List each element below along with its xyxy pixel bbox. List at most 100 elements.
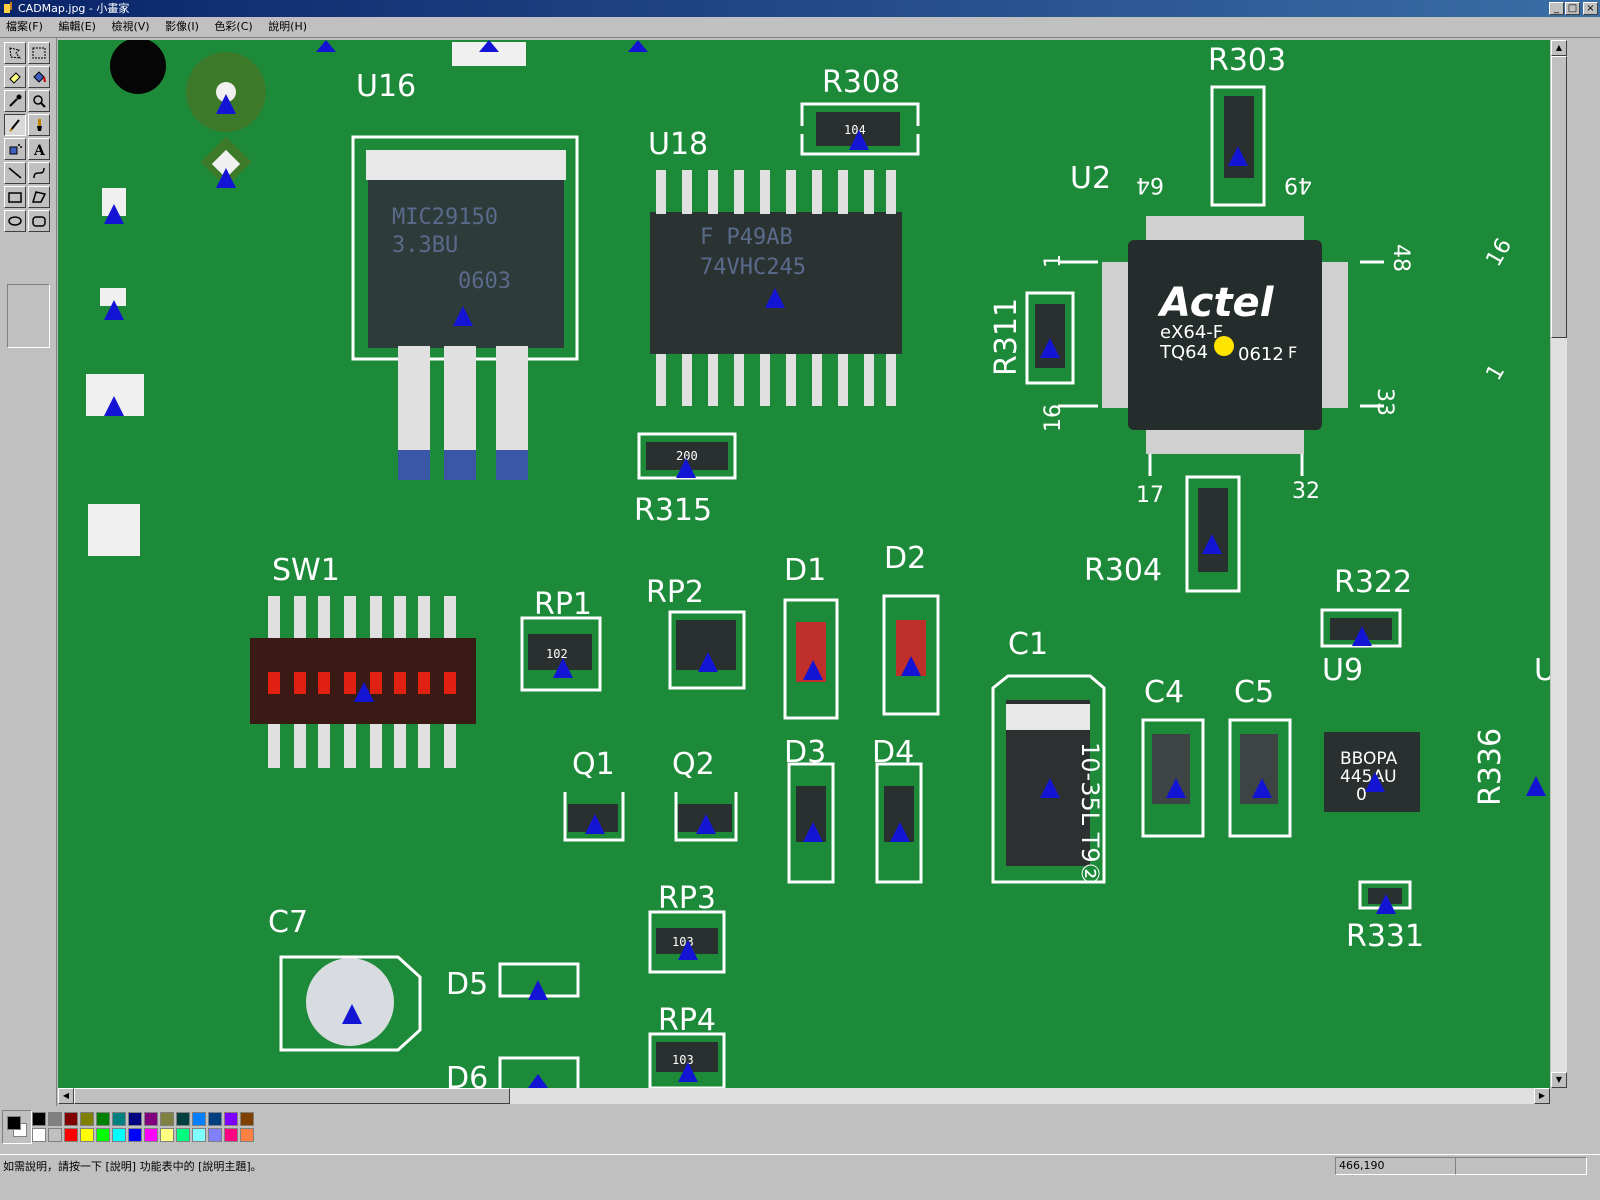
pin-number-16: 16 bbox=[1041, 404, 1066, 432]
polygon-icon bbox=[31, 191, 47, 203]
palette-swatch[interactable] bbox=[112, 1112, 126, 1126]
eraser-icon bbox=[9, 72, 21, 84]
label-r336: R336 bbox=[1473, 728, 1508, 806]
line-icon bbox=[8, 167, 22, 179]
label-d1: D1 bbox=[784, 553, 826, 588]
label-d5: D5 bbox=[446, 967, 488, 1002]
label-r311: R311 bbox=[989, 298, 1024, 376]
magnifier-icon bbox=[33, 95, 46, 108]
menu-image[interactable]: 影像(I) bbox=[165, 20, 199, 33]
selection-size bbox=[1455, 1157, 1587, 1175]
pin-number-48: 48 bbox=[1388, 244, 1413, 272]
ellipse-tool[interactable] bbox=[4, 210, 26, 232]
menu-view[interactable]: 檢視(V) bbox=[111, 20, 150, 33]
pin-number-32: 32 bbox=[1292, 479, 1320, 504]
menu-bar: 檔案(F) 編輯(E) 檢視(V) 影像(I) 色彩(C) 說明(H) bbox=[0, 17, 1600, 38]
palette-swatch[interactable] bbox=[112, 1128, 126, 1142]
menu-help[interactable]: 說明(H) bbox=[268, 20, 308, 33]
rounded-rectangle-icon bbox=[32, 216, 46, 227]
palette-swatch[interactable] bbox=[160, 1128, 174, 1142]
rectangle-icon bbox=[8, 192, 22, 203]
eraser-tool[interactable] bbox=[4, 66, 26, 88]
palette-swatch[interactable] bbox=[224, 1112, 238, 1126]
text-tool[interactable]: A bbox=[28, 138, 50, 160]
current-colors[interactable] bbox=[2, 1110, 32, 1144]
maximize-button[interactable]: □ bbox=[1565, 2, 1580, 15]
palette-swatch[interactable] bbox=[208, 1128, 222, 1142]
free-select-tool[interactable] bbox=[4, 42, 26, 64]
palette-swatch[interactable] bbox=[240, 1128, 254, 1142]
label-u: U bbox=[1534, 653, 1550, 688]
palette-swatch[interactable] bbox=[48, 1112, 62, 1126]
vertical-scroll-thumb[interactable] bbox=[1551, 56, 1567, 338]
rectangle-tool[interactable] bbox=[4, 186, 26, 208]
menu-file[interactable]: 檔案(F) bbox=[6, 20, 43, 33]
palette-swatch[interactable] bbox=[208, 1112, 222, 1126]
u2-grade: F bbox=[1288, 343, 1297, 362]
scroll-up-button[interactable]: ▲ bbox=[1551, 40, 1567, 56]
menu-colors[interactable]: 色彩(C) bbox=[214, 20, 253, 33]
close-button[interactable]: × bbox=[1583, 2, 1598, 15]
palette-swatch[interactable] bbox=[48, 1128, 62, 1142]
u2-package: TQ64 bbox=[1159, 342, 1208, 363]
palette-swatch[interactable] bbox=[128, 1128, 142, 1142]
palette-swatch[interactable] bbox=[176, 1128, 190, 1142]
image-canvas[interactable]: U16 R308 U18 R303 U2 R311 R315 R304 SW1 … bbox=[58, 40, 1550, 1088]
label-r304: R304 bbox=[1084, 553, 1162, 588]
curve-tool[interactable] bbox=[28, 162, 50, 184]
fill-tool[interactable] bbox=[28, 66, 50, 88]
line-tool[interactable] bbox=[4, 162, 26, 184]
pencil-tool[interactable] bbox=[4, 114, 26, 136]
horizontal-scroll-thumb[interactable] bbox=[74, 1088, 510, 1104]
u9-marking-line2: 445AU bbox=[1340, 767, 1397, 787]
palette-swatch[interactable] bbox=[64, 1112, 78, 1126]
eyedropper-icon bbox=[9, 94, 22, 107]
tool-option-box[interactable] bbox=[7, 284, 50, 348]
scroll-right-button[interactable]: ▶ bbox=[1534, 1088, 1550, 1104]
rect-select-tool[interactable] bbox=[28, 42, 50, 64]
palette-swatch[interactable] bbox=[64, 1128, 78, 1142]
label-u2: U2 bbox=[1070, 161, 1111, 196]
polygon-tool[interactable] bbox=[28, 186, 50, 208]
u2-datecode: 0612 bbox=[1238, 344, 1284, 365]
color-picker-tool[interactable] bbox=[4, 90, 26, 112]
palette-swatch[interactable] bbox=[192, 1128, 206, 1142]
label-u18: U18 bbox=[648, 127, 708, 162]
palette-swatch[interactable] bbox=[80, 1112, 94, 1126]
palette-swatch[interactable] bbox=[32, 1128, 46, 1142]
palette-swatch[interactable] bbox=[176, 1112, 190, 1126]
label-r303: R303 bbox=[1208, 43, 1286, 78]
brush-tool[interactable] bbox=[28, 114, 50, 136]
minimize-button[interactable]: _ bbox=[1549, 2, 1564, 15]
palette-swatch[interactable] bbox=[192, 1112, 206, 1126]
label-d3: D3 bbox=[784, 735, 826, 770]
menu-edit[interactable]: 編輯(E) bbox=[58, 20, 96, 33]
label-d2: D2 bbox=[884, 541, 926, 576]
vertical-scrollbar[interactable]: ▲ ▼ bbox=[1551, 40, 1567, 1088]
palette-swatch[interactable] bbox=[160, 1112, 174, 1126]
svg-text:A: A bbox=[33, 143, 46, 157]
palette-swatch[interactable] bbox=[80, 1128, 94, 1142]
palette-swatch[interactable] bbox=[144, 1112, 158, 1126]
palette-swatch[interactable] bbox=[240, 1112, 254, 1126]
pin-number-64: 64 bbox=[1136, 172, 1164, 197]
label-sw1: SW1 bbox=[272, 553, 340, 588]
label-r322: R322 bbox=[1334, 565, 1412, 600]
palette-swatch[interactable] bbox=[128, 1112, 142, 1126]
scroll-left-button[interactable]: ◀ bbox=[58, 1088, 74, 1104]
u9-marking-line1: BBOPA bbox=[1340, 749, 1398, 769]
palette-swatch[interactable] bbox=[32, 1112, 46, 1126]
rounded-rectangle-tool[interactable] bbox=[28, 210, 50, 232]
palette-swatch[interactable] bbox=[224, 1128, 238, 1142]
palette-swatch[interactable] bbox=[144, 1128, 158, 1142]
palette-swatch[interactable] bbox=[96, 1128, 110, 1142]
palette-swatch[interactable] bbox=[96, 1112, 110, 1126]
window-bottom-edge bbox=[0, 1177, 1600, 1200]
horizontal-scrollbar[interactable]: ◀ ▶ bbox=[58, 1088, 1550, 1104]
magnifier-tool[interactable] bbox=[28, 90, 50, 112]
pin-number-17: 17 bbox=[1136, 483, 1164, 508]
foreground-color-swatch[interactable] bbox=[7, 1116, 21, 1130]
scroll-down-button[interactable]: ▼ bbox=[1551, 1072, 1567, 1088]
curve-icon bbox=[33, 167, 45, 179]
airbrush-tool[interactable] bbox=[4, 138, 26, 160]
